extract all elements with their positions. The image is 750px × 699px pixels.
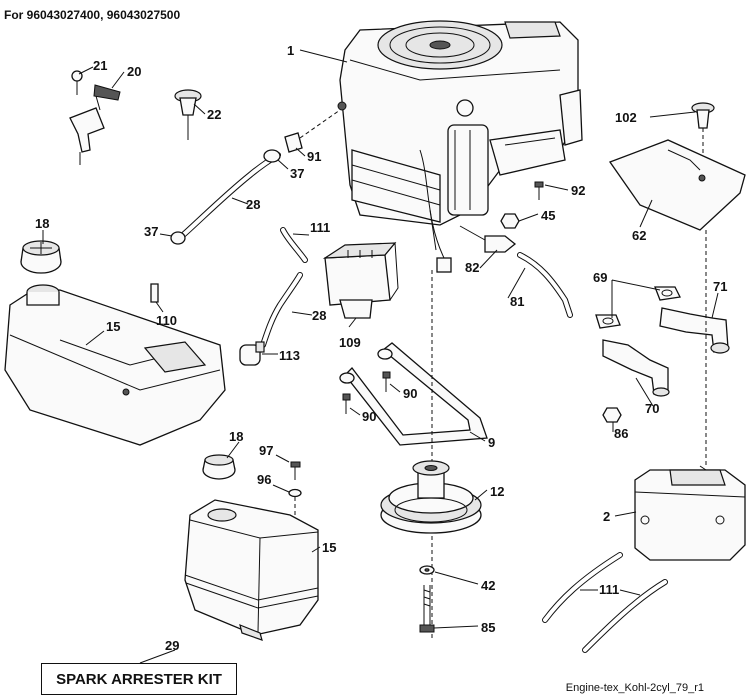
callout-90-left: 90 — [362, 409, 376, 424]
hose-clamp-lower — [170, 231, 186, 245]
fuel-fitting — [284, 132, 303, 153]
callout-45: 45 — [541, 208, 555, 223]
diagram-reference-id: Engine-tex_Kohl-2cyl_79_r1 — [565, 682, 704, 694]
throttle-bracket-part — [69, 70, 121, 165]
exhaust-pipe-70 — [602, 339, 670, 397]
callout-labels: 1 21 20 22 91 37 28 37 18 15 110 111 28 … — [35, 43, 727, 653]
callout-82: 82 — [465, 260, 479, 275]
hose-81 — [517, 252, 573, 318]
fuel-cap-lower — [202, 454, 236, 480]
pulley-part — [380, 460, 482, 534]
callout-96: 96 — [257, 472, 271, 487]
muffler-part — [634, 465, 746, 561]
callout-21: 21 — [93, 58, 107, 73]
callout-62: 62 — [632, 228, 646, 243]
tank-fitting — [150, 283, 159, 303]
callout-111-upper: 111 — [310, 220, 330, 235]
spark-arrester-kit-box: SPARK ARRESTER KIT — [41, 663, 237, 695]
fuel-pump-part — [322, 241, 399, 319]
callout-29: 29 — [165, 638, 179, 653]
callout-1: 1 — [287, 43, 294, 58]
gaskets-69 — [595, 286, 681, 329]
fuel-cap-upper — [20, 240, 62, 274]
callout-102: 102 — [615, 110, 637, 125]
callout-15-lower: 15 — [322, 540, 336, 555]
bolt-92 — [534, 181, 544, 200]
callout-92: 92 — [571, 183, 585, 198]
callout-85: 85 — [481, 620, 495, 635]
callout-81: 81 — [510, 294, 524, 309]
callout-69: 69 — [593, 270, 607, 285]
washer-96 — [288, 488, 302, 498]
choke-knob-part — [174, 89, 202, 140]
callout-90-right: 90 — [403, 386, 417, 401]
nut-86 — [602, 407, 622, 423]
callout-18-lower: 18 — [229, 429, 243, 444]
callout-86: 86 — [614, 426, 628, 441]
callout-111-lower: 111 — [599, 582, 619, 597]
engine-part — [339, 20, 583, 273]
leader-lines — [42, 49, 719, 664]
bolt-97 — [290, 461, 301, 480]
exhaust-pipe-71 — [659, 307, 730, 354]
callout-70: 70 — [645, 401, 659, 416]
callout-37-upper: 37 — [290, 166, 304, 181]
callout-113: 113 — [279, 348, 300, 363]
bolts-90 — [342, 371, 391, 414]
callout-12: 12 — [490, 484, 504, 499]
callout-20: 20 — [127, 64, 141, 79]
callout-28-lower: 28 — [312, 308, 326, 323]
bolt-85 — [419, 585, 435, 633]
heat-shield-62 — [608, 139, 746, 231]
fuel-tank-upper — [4, 284, 226, 446]
fuel-filter-part — [239, 341, 265, 366]
callout-42: 42 — [481, 578, 495, 593]
nut-45 — [500, 213, 520, 229]
muffler-cap-102 — [691, 102, 715, 129]
callout-110: 110 — [156, 313, 177, 328]
callout-71: 71 — [713, 279, 727, 294]
model-numbers-header: For 96043027400, 96043027500 — [4, 8, 181, 22]
callout-109: 109 — [339, 335, 361, 350]
callout-91: 91 — [307, 149, 321, 164]
callout-28-upper: 28 — [246, 197, 260, 212]
hose-clamp-upper — [263, 149, 281, 163]
callout-37-lower: 37 — [144, 224, 158, 239]
callout-9: 9 — [488, 435, 495, 450]
callout-22: 22 — [207, 107, 221, 122]
callout-15-upper: 15 — [106, 319, 120, 334]
fitting-82 — [459, 225, 517, 253]
callout-18-upper: 18 — [35, 216, 49, 231]
fuel-tank-lower — [184, 499, 319, 641]
callout-97: 97 — [259, 443, 273, 458]
callout-2: 2 — [603, 509, 610, 524]
